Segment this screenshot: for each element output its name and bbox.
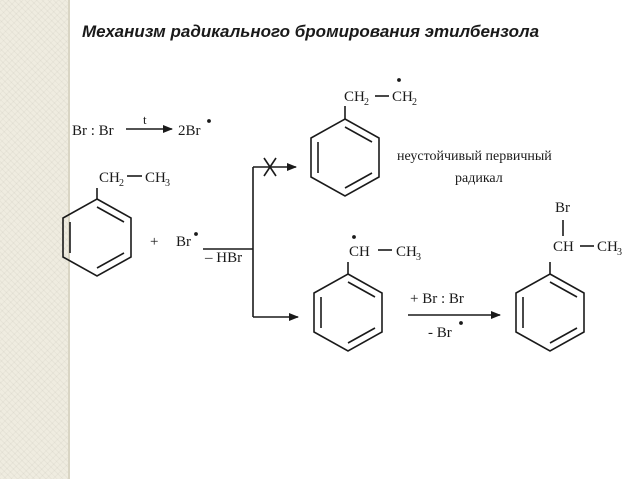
primary-radical-ring [310,95,389,197]
primary-radical-ch2-a-subscript: 2 [364,97,369,108]
primary-radical-note-line1: неустойчивый первичный [397,149,552,164]
bromination-reagent: + Br : Br [410,291,464,307]
ethylbenzene-ch2: CH [99,170,120,186]
ethylbenzene-ch3: CH [145,170,166,186]
reagent-plus: + [150,234,158,250]
initiation-reactant: Br : Br [72,123,114,139]
secondary-radical-ch: CH [349,244,370,260]
product-ch3: CH [597,239,618,255]
product-ring [515,220,594,352]
branch-lines [203,157,299,321]
strip-divider [68,0,70,479]
product-bromine: Br [555,200,570,216]
product-ch: CH [553,239,574,255]
ethylbenzene-ch2-subscript: 2 [119,178,124,189]
primary-radical-note-line2: радикал [455,171,503,186]
initiation-product: 2Br [178,123,201,139]
product-ch3-subscript: 3 [617,247,622,258]
decorative-side-strip [0,0,68,479]
ethylbenzene-ring [62,175,142,277]
secondary-radical-ch3-subscript: 3 [416,252,421,263]
primary-radical-ch2-b-subscript: 2 [412,97,417,108]
hbr-elimination-label: – HBr [204,250,242,266]
bromination-byproduct: - Br [428,325,452,341]
primary-radical-ch2-a: CH [344,89,365,105]
initiation-condition: t [143,112,147,127]
reagent-bromine-radical: Br [176,234,191,250]
slide-title: Механизм радикального бромирования этилб… [82,22,540,41]
secondary-radical-ring [313,249,392,352]
secondary-radical-ch3: CH [396,244,417,260]
ethylbenzene-ch3-subscript: 3 [165,178,170,189]
radical-dots [194,78,463,325]
primary-radical-ch2-b: CH [392,89,413,105]
